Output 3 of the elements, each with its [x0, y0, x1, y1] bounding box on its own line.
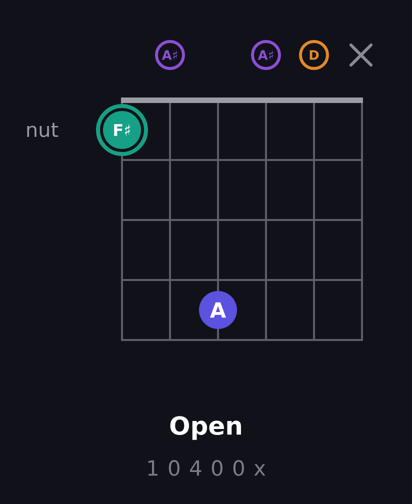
nut-label: nut — [27, 122, 58, 138]
fret-numbers: 1 0 4 0 0 x — [148, 460, 266, 476]
chord-title: Open — [170, 416, 241, 440]
